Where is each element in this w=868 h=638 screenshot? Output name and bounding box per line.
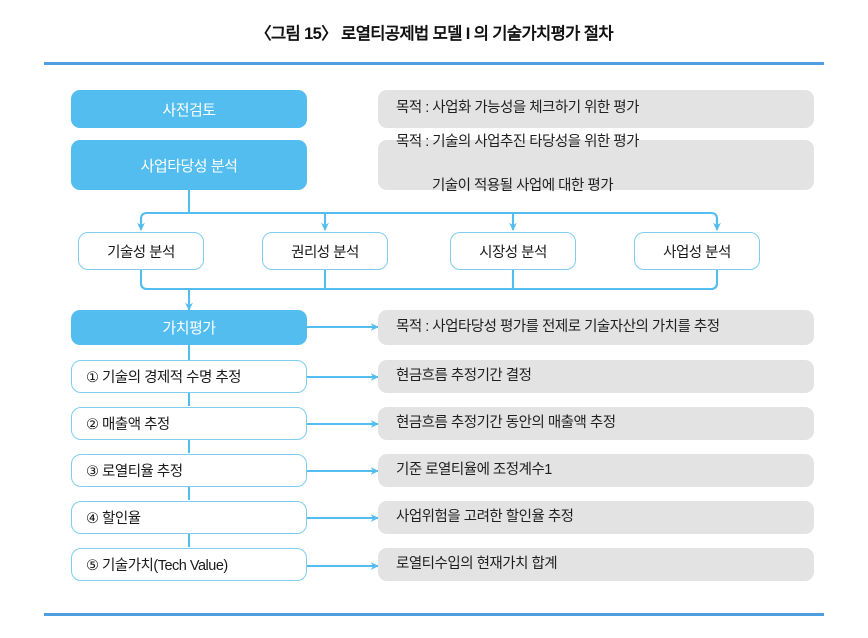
- description-step-2: 현금흐름 추정기간 동안의 매출액 추정: [378, 407, 814, 440]
- stage-box-pre-review[interactable]: 사전검토: [71, 90, 307, 128]
- valuation-step-5[interactable]: ⑤ 기술가치(Tech Value): [71, 548, 307, 581]
- description-step-1: 현금흐름 추정기간 결정: [378, 360, 814, 393]
- analysis-box-technology[interactable]: 기술성 분석: [78, 232, 204, 270]
- description-feasibility: 목적 : 기술의 사업추진 타당성을 위한 평가 기술이 적용될 사업에 대한 …: [378, 134, 814, 194]
- valuation-step-1[interactable]: ① 기술의 경제적 수명 추정: [71, 360, 307, 393]
- description-step-5: 로열티수입의 현재가치 합계: [378, 548, 814, 581]
- valuation-step-3[interactable]: ③ 로열티율 추정: [71, 454, 307, 487]
- stage-box-valuation[interactable]: 가치평가: [71, 310, 307, 345]
- stage-box-feasibility[interactable]: 사업타당성 분석: [71, 140, 307, 190]
- valuation-step-4[interactable]: ④ 할인율: [71, 501, 307, 534]
- description-step-4: 사업위험을 고려한 할인율 추정: [378, 501, 814, 534]
- analysis-box-market[interactable]: 시장성 분석: [450, 232, 576, 270]
- analysis-box-rights[interactable]: 권리성 분석: [262, 232, 388, 270]
- analysis-box-business[interactable]: 사업성 분석: [634, 232, 760, 270]
- description-feasibility-line-2: 기술이 적용될 사업에 대한 평가: [432, 177, 614, 194]
- figure-title: 〈그림 15〉 로열티공제법 모델 I 의 기술가치평가 절차: [255, 25, 613, 43]
- description-pre-review: 목적 : 사업화 가능성을 체크하기 위한 평가: [378, 90, 814, 128]
- description-feasibility-line-1: 목적 : 기술의 사업추진 타당성을 위한 평가: [396, 134, 639, 151]
- valuation-step-2[interactable]: ② 매출액 추정: [71, 407, 307, 440]
- top-divider-rule: [44, 62, 824, 65]
- bottom-divider-rule: [44, 613, 824, 616]
- description-step-3: 기준 로열티율에 조정계수1: [378, 454, 814, 487]
- description-valuation: 목적 : 사업타당성 평가를 전제로 기술자산의 가치를 추정: [378, 310, 814, 345]
